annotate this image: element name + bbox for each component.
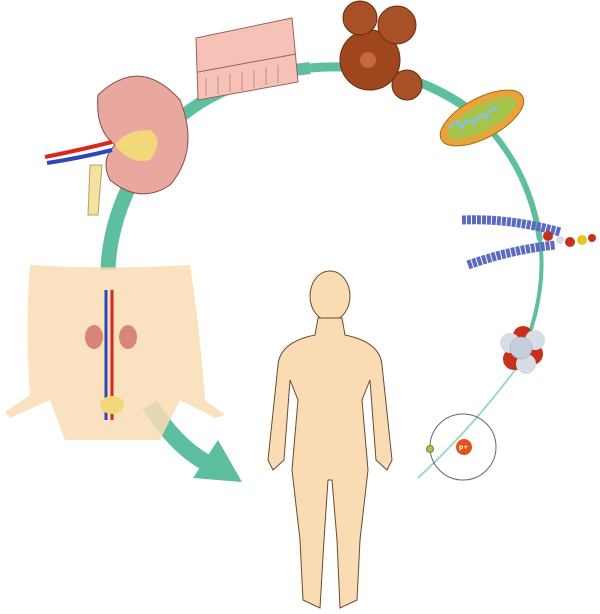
- nucleus-label: p+: [459, 444, 468, 451]
- kidney-illustration: [44, 75, 189, 216]
- tissue-illustration: [195, 17, 299, 101]
- urinary-system-illustration: [5, 265, 225, 440]
- protein-illustration: [461, 215, 596, 270]
- human-body-illustration: [267, 270, 393, 609]
- molecule-illustration: [500, 326, 545, 374]
- mitochondrion-illustration: [439, 89, 525, 147]
- cells-illustration: [339, 0, 423, 101]
- atom-illustration: p+: [426, 413, 497, 481]
- arrowhead-icon: [193, 440, 242, 482]
